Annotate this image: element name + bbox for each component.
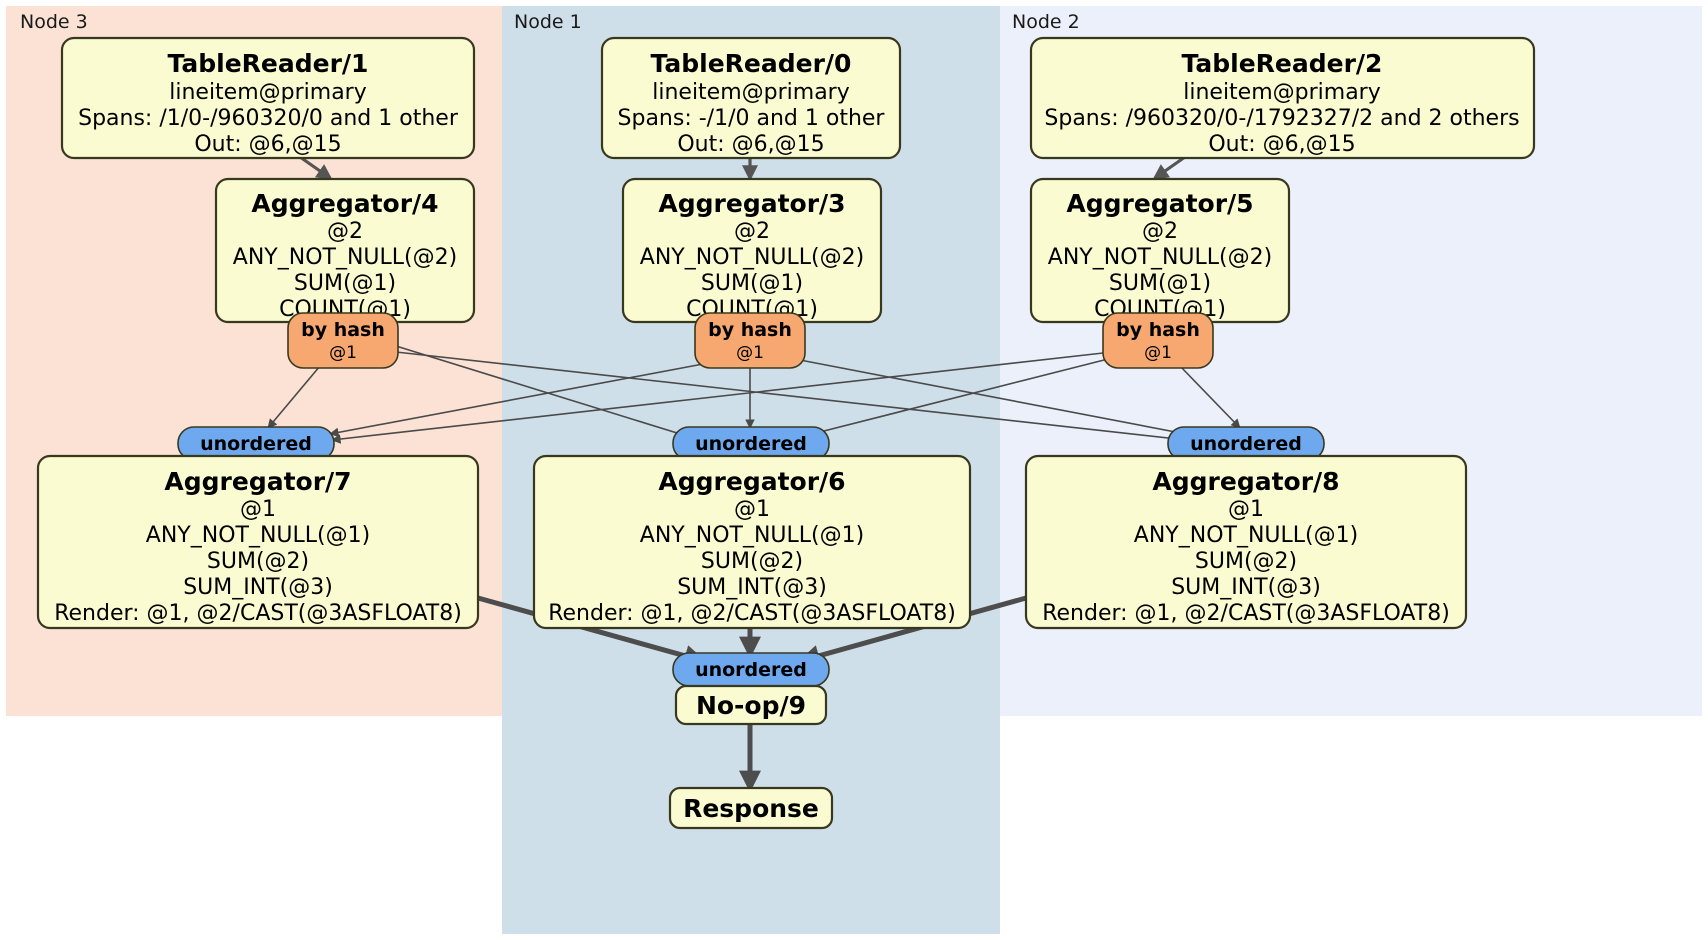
processor-line: SUM(@1): [1109, 271, 1211, 296]
processor-line: @2: [327, 219, 363, 244]
by-hash-label: by hash: [301, 319, 385, 341]
processor-title: Aggregator/8: [1152, 467, 1339, 496]
input-sync-unordered-final[interactable]: unordered: [672, 652, 830, 687]
by-hash-column: @1: [329, 343, 357, 363]
by-hash-column: @1: [1144, 343, 1172, 363]
edge-tablereader2-aggregator5: [1152, 155, 1186, 180]
edge-hash1-to-unordered3: [329, 363, 704, 438]
by-hash-label: by hash: [1116, 319, 1200, 341]
processor-title: Aggregator/3: [658, 189, 845, 218]
processor-line: ANY_NOT_NULL(@2): [640, 245, 864, 270]
processor-aggregator-3[interactable]: Aggregator/3 @2 ANY_NOT_NULL(@2) SUM(@1)…: [621, 177, 883, 324]
processor-title: Aggregator/6: [658, 467, 845, 496]
processor-line: SUM(@2): [207, 549, 309, 574]
processor-line: lineitem@primary: [1183, 80, 1381, 105]
processor-line: @2: [1142, 219, 1178, 244]
processor-line: lineitem@primary: [652, 80, 850, 105]
processor-title: No-op/9: [696, 691, 806, 720]
by-hash-column: @1: [736, 343, 764, 363]
by-hash-label: by hash: [708, 319, 792, 341]
processor-aggregator-5[interactable]: Aggregator/5 @2 ANY_NOT_NULL(@2) SUM(@1)…: [1029, 177, 1291, 324]
processor-render-line: Render: @1, @2/CAST(@3ASFLOAT8): [54, 601, 462, 626]
processor-line: Spans: -/1/0 and 1 other: [618, 106, 886, 131]
node-panel-label-node2: Node 2: [1012, 11, 1080, 33]
processor-aggregator-4[interactable]: Aggregator/4 @2 ANY_NOT_NULL(@2) SUM(@1)…: [214, 177, 476, 324]
processor-aggregator-8[interactable]: Aggregator/8 @1 ANY_NOT_NULL(@1) SUM(@2)…: [1024, 454, 1468, 630]
processor-line: SUM_INT(@3): [183, 575, 333, 600]
processor-line: SUM_INT(@3): [677, 575, 827, 600]
processor-render-line: Render: @1, @2/CAST(@3ASFLOAT8): [1042, 601, 1450, 626]
processor-title: Aggregator/5: [1066, 189, 1253, 218]
processor-line: Out: @6,@15: [194, 132, 341, 157]
unordered-label: unordered: [695, 433, 807, 455]
edge-hash3-to-unordered1: [395, 345, 691, 440]
processor-no-op-9[interactable]: No-op/9: [674, 684, 828, 726]
processor-tablereader-1[interactable]: TableReader/1 lineitem@primary Spans: /1…: [60, 36, 476, 160]
processor-title: Response: [683, 794, 819, 823]
processor-tablereader-2[interactable]: TableReader/2 lineitem@primary Spans: /9…: [1029, 36, 1536, 160]
processor-aggregator-6[interactable]: Aggregator/6 @1 ANY_NOT_NULL(@1) SUM(@2)…: [532, 454, 972, 630]
edge-hash1-to-unordered2: [799, 359, 1187, 438]
processor-title: Aggregator/7: [164, 467, 351, 496]
processor-line: Out: @6,@15: [1208, 132, 1355, 157]
processor-line: ANY_NOT_NULL(@2): [233, 245, 457, 270]
processor-line: ANY_NOT_NULL(@1): [640, 523, 864, 548]
processor-title: TableReader/1: [168, 49, 369, 78]
processor-line: ANY_NOT_NULL(@2): [1048, 245, 1272, 270]
processor-line: SUM(@1): [294, 271, 396, 296]
input-sync-unordered-node1[interactable]: unordered: [672, 426, 830, 461]
processor-title: Aggregator/4: [251, 189, 438, 218]
edge-hash2-to-unordered1: [811, 357, 1113, 437]
output-router-by-hash-node2[interactable]: by hash @1: [1102, 312, 1214, 369]
processor-aggregator-7[interactable]: Aggregator/7 @1 ANY_NOT_NULL(@1) SUM(@2)…: [36, 454, 480, 630]
processor-line: SUM(@2): [701, 549, 803, 574]
input-sync-unordered-node3[interactable]: unordered: [177, 426, 335, 461]
node-panel-label-node3: Node 3: [20, 11, 88, 33]
output-router-by-hash-node3[interactable]: by hash @1: [287, 312, 399, 369]
processor-render-line: Render: @1, @2/CAST(@3ASFLOAT8): [548, 601, 956, 626]
output-router-by-hash-node1[interactable]: by hash @1: [694, 312, 806, 369]
edge-hash3-to-unordered2: [395, 351, 1187, 444]
processor-line: @2: [734, 219, 770, 244]
edge-hash2-to-unordered2: [1179, 365, 1241, 429]
processor-line: @1: [240, 497, 276, 522]
processor-line: Spans: /960320/0-/1792327/2 and 2 others: [1044, 106, 1519, 131]
processor-line: ANY_NOT_NULL(@1): [1134, 523, 1358, 548]
edge-hash2-to-unordered3: [331, 351, 1113, 444]
processor-line: Out: @6,@15: [677, 132, 824, 157]
processor-line: @1: [1228, 497, 1264, 522]
input-sync-unordered-node2[interactable]: unordered: [1167, 426, 1325, 461]
processor-line: SUM(@1): [701, 271, 803, 296]
unordered-label: unordered: [695, 659, 807, 681]
unordered-label: unordered: [1190, 433, 1302, 455]
edge-tablereader1-aggregator4: [299, 155, 333, 180]
processor-line: @1: [734, 497, 770, 522]
processor-line: SUM_INT(@3): [1171, 575, 1321, 600]
processor-line: ANY_NOT_NULL(@1): [146, 523, 370, 548]
processor-title: TableReader/0: [651, 49, 852, 78]
processor-line: lineitem@primary: [169, 80, 367, 105]
node-panel-label-node1: Node 1: [514, 11, 582, 33]
unordered-label: unordered: [200, 433, 312, 455]
processor-line: SUM(@2): [1195, 549, 1297, 574]
processor-line: Spans: /1/0-/960320/0 and 1 other: [78, 106, 459, 131]
edge-hash3-to-unordered3: [267, 365, 321, 429]
processor-title: TableReader/2: [1182, 49, 1383, 78]
processor-response[interactable]: Response: [668, 786, 834, 830]
processor-tablereader-0[interactable]: TableReader/0 lineitem@primary Spans: -/…: [600, 36, 902, 160]
